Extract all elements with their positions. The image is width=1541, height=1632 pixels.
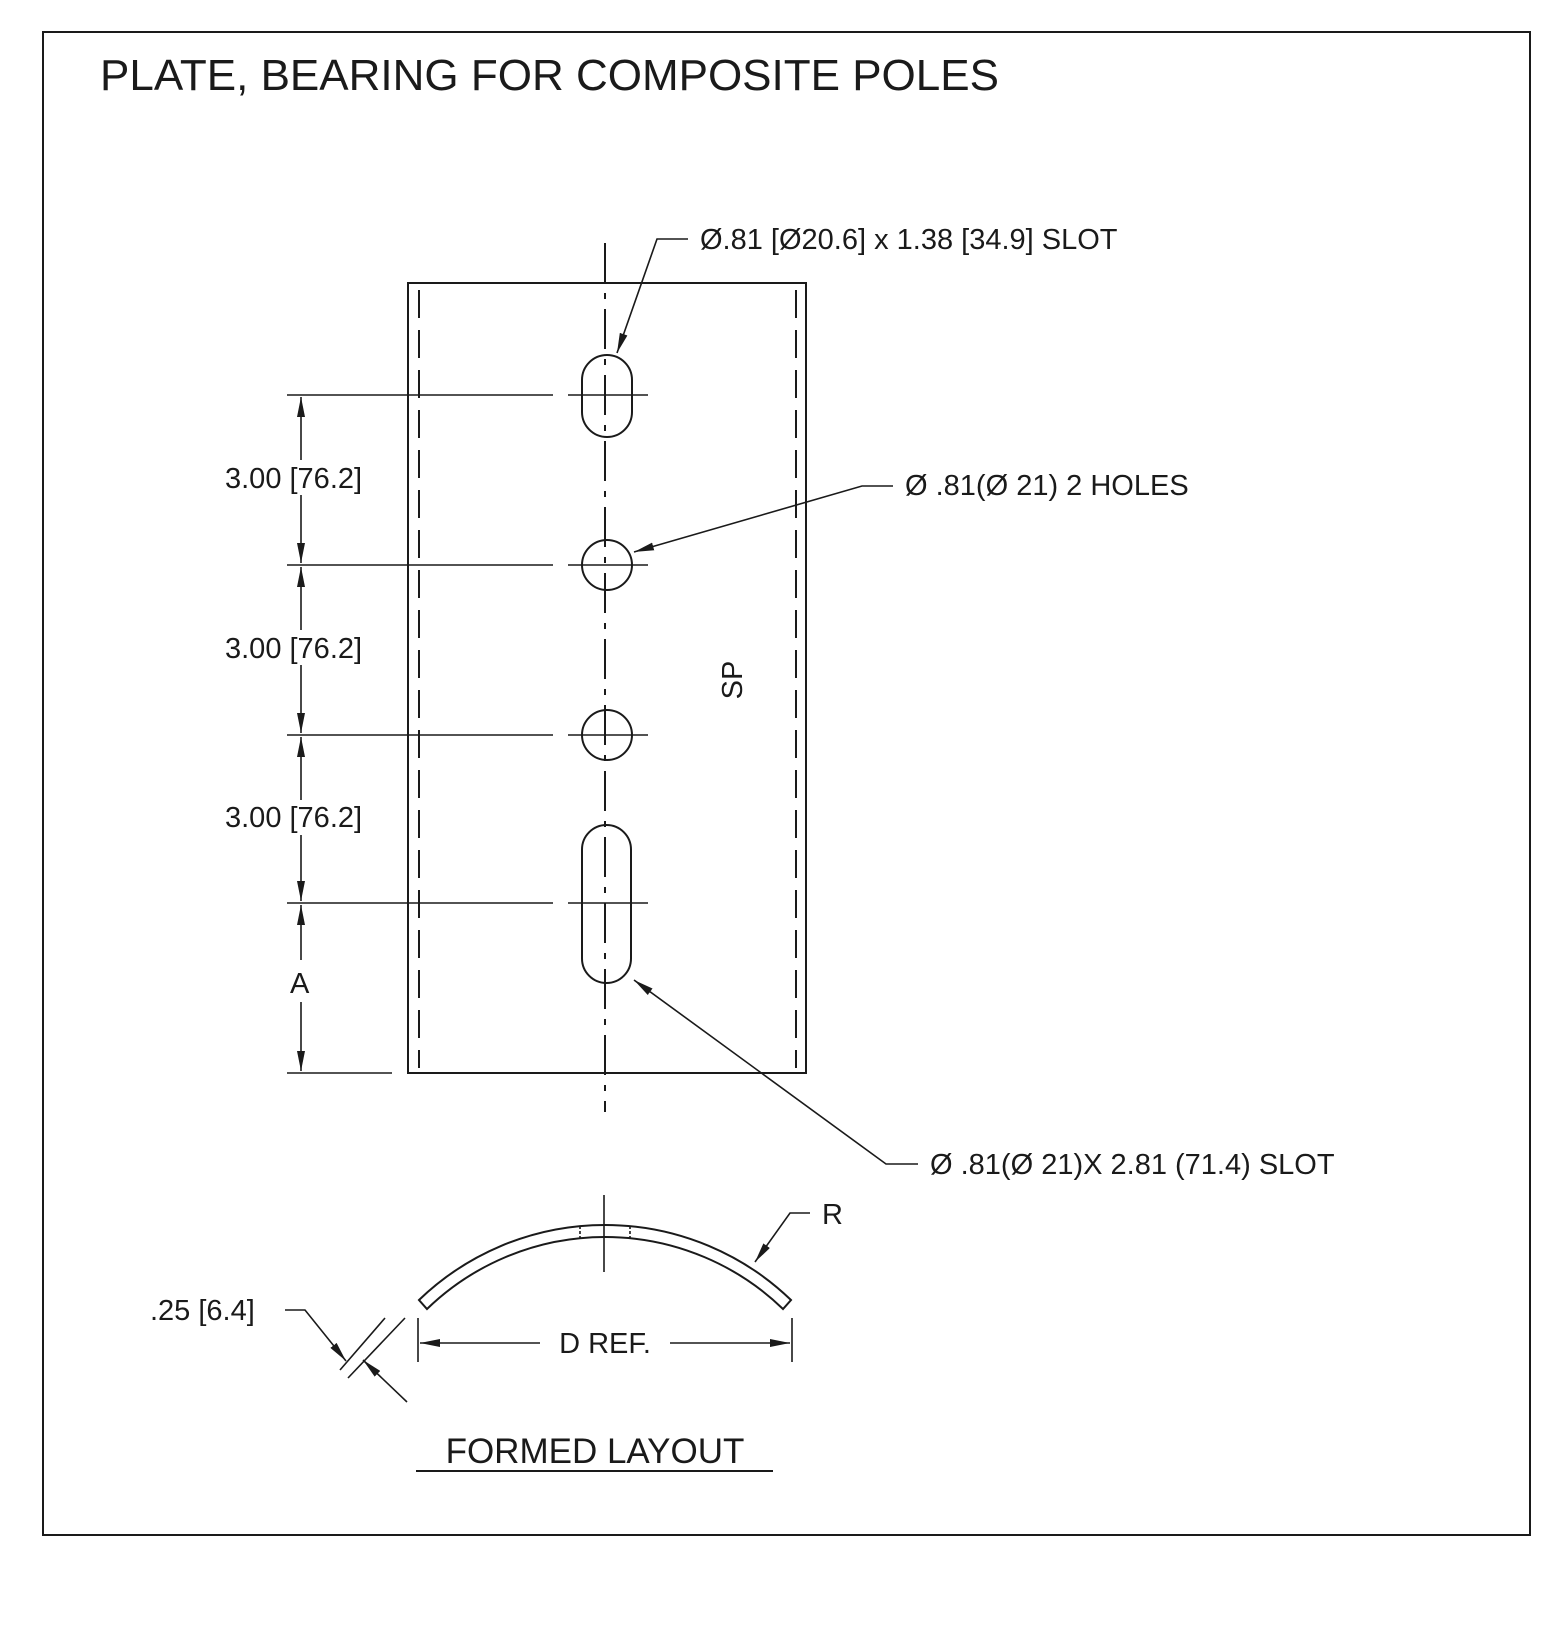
plate-outline — [407, 282, 807, 1074]
dimension-1: 3.00 [76.2] — [225, 463, 362, 495]
dimension-3: 3.00 [76.2] — [225, 802, 362, 834]
holes-leader — [633, 485, 893, 553]
top-slot-leader — [616, 238, 688, 354]
radius-leader — [754, 1212, 810, 1263]
bottom-slot — [581, 824, 632, 984]
plate-flat-view: 3.00 [76.2] 3.00 [76.2] 3.00 [76.2] A SP… — [225, 224, 1335, 1181]
top-slot — [581, 354, 633, 438]
drawing-title: PLATE, BEARING FOR COMPOSITE POLES — [100, 51, 999, 100]
bottom-slot-leader — [633, 979, 918, 1165]
bottom-slot-callout: Ø .81(Ø 21)X 2.81 (71.4) SLOT — [930, 1149, 1335, 1181]
thickness-label: .25 [6.4] — [150, 1295, 255, 1327]
dimension-2: 3.00 [76.2] — [225, 633, 362, 665]
sheet-border — [42, 31, 1531, 1536]
holes-callout: Ø .81(Ø 21) 2 HOLES — [905, 470, 1189, 502]
width-label: D REF. — [559, 1328, 651, 1360]
dimension-a: A — [290, 968, 310, 1000]
formed-layout-caption: FORMED LAYOUT — [446, 1432, 745, 1471]
thickness-leader — [285, 1309, 347, 1362]
formed-layout-view: R D REF. .25 [6.4] FORMED LAYOUT — [150, 1195, 843, 1472]
formed-plate-section — [417, 1224, 793, 1311]
radius-label: R — [822, 1199, 843, 1231]
extension-lines — [287, 394, 648, 1074]
side-label: SP — [717, 661, 749, 700]
top-slot-callout: Ø.81 [Ø20.6] x 1.38 [34.9] SLOT — [700, 224, 1118, 256]
